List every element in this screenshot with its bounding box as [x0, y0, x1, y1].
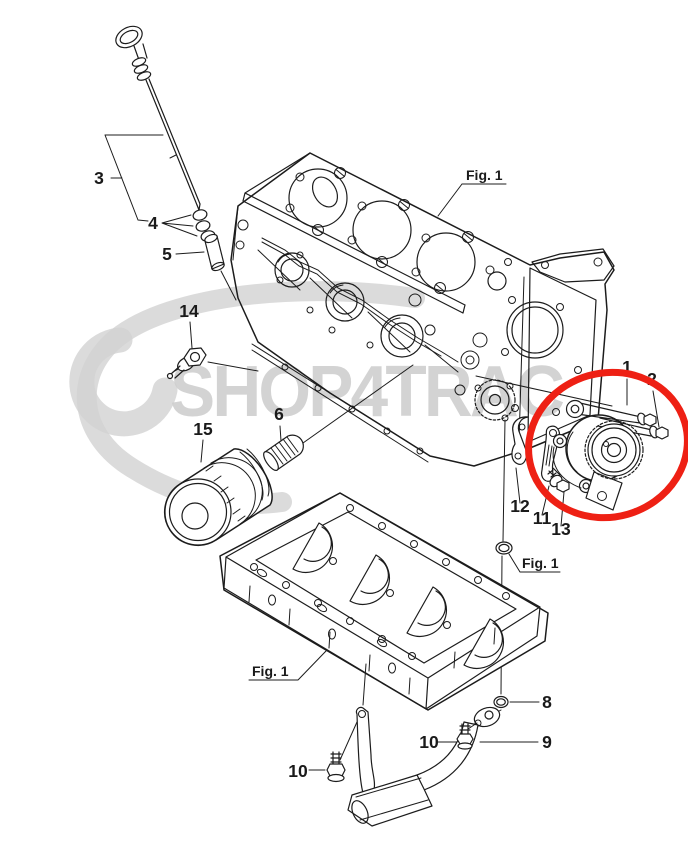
callout-9: 9	[542, 732, 552, 752]
watermark-wrench-icon	[69, 327, 178, 437]
fig-label-middle: Fig. 1	[522, 555, 559, 571]
dipstick-tube-drawing	[204, 233, 237, 301]
suction-pipe-drawing	[326, 663, 501, 827]
oring-8-drawing	[493, 695, 509, 709]
oring-mid-drawing	[495, 541, 513, 555]
fig-label-bottom: Fig. 1	[252, 663, 289, 679]
callout-10-pipe: 10	[419, 732, 439, 752]
callout-13: 13	[551, 519, 571, 539]
callout-12: 12	[510, 496, 530, 516]
callout-3: 3	[94, 168, 104, 188]
callout-8: 8	[542, 692, 552, 712]
callout-1: 1	[622, 357, 632, 377]
callout-11: 11	[533, 508, 552, 528]
bolt-10-right	[456, 722, 478, 750]
pump-gasket-drawing	[511, 416, 529, 465]
callout-6: 6	[274, 404, 284, 424]
crankcase-drawing	[219, 492, 549, 711]
engine-block-drawing	[230, 152, 615, 467]
callouts: 3 4 5 14 15 6 1 2 12 11 13 8 9 10 10 Fig…	[94, 167, 657, 781]
bracket-bolt-drawing	[547, 467, 570, 493]
oil-filter-nipple-drawing	[263, 364, 414, 471]
watermark-text: SHOP4TRAC	[170, 352, 564, 432]
bolt-10-left	[326, 721, 358, 783]
oil-filter-drawing	[163, 448, 273, 547]
pump-bolts	[637, 412, 669, 440]
callout-14: 14	[179, 301, 199, 321]
callout-10-strainer: 10	[288, 761, 308, 781]
callout-5: 5	[162, 244, 172, 264]
watermark: SHOP4TRAC	[69, 281, 567, 515]
leader-lines	[104, 134, 660, 771]
callout-4: 4	[148, 213, 158, 233]
dipstick-drawing	[115, 25, 201, 211]
highlight-ellipse	[525, 368, 688, 522]
pump-gear	[584, 420, 644, 480]
fig-label-top: Fig. 1	[466, 167, 503, 183]
callout-15: 15	[193, 419, 213, 439]
oil-pump-drawing	[475, 375, 669, 511]
oil-pressure-switch-drawing	[166, 347, 259, 380]
